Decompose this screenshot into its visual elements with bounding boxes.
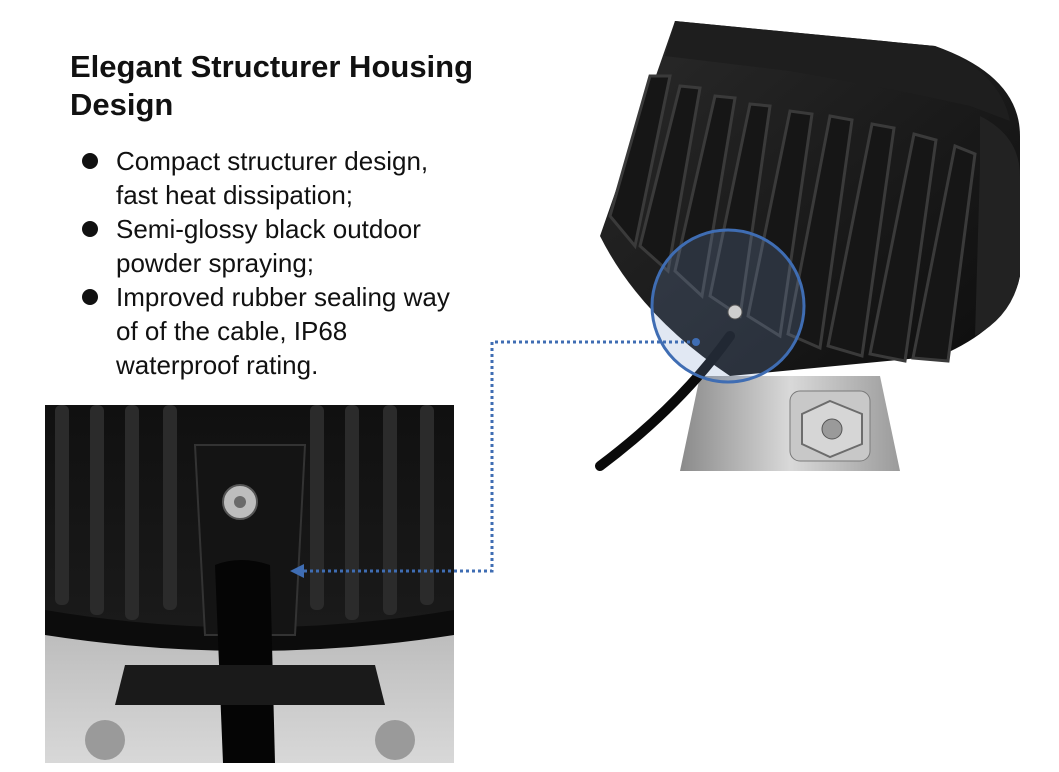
list-item: Improved rubber sealing way of of the ca… bbox=[82, 280, 502, 382]
feature-line: of of the cable, IP68 bbox=[116, 316, 348, 346]
list-item: Compact structurer design, fast heat dis… bbox=[82, 144, 502, 212]
feature-line: Improved rubber sealing way bbox=[116, 282, 450, 312]
cable-seal-closeup-photo bbox=[45, 405, 454, 763]
feature-list: Compact structurer design, fast heat dis… bbox=[82, 144, 502, 382]
bullet-icon bbox=[82, 289, 98, 305]
feature-line: fast heat dissipation; bbox=[116, 180, 354, 210]
page-title: Elegant Structurer Housing Design bbox=[70, 49, 474, 122]
feature-line: Semi-glossy black outdoor bbox=[116, 214, 421, 244]
feature-line: powder spraying; bbox=[116, 248, 314, 278]
bullet-icon bbox=[82, 221, 98, 237]
feature-line: Compact structurer design, bbox=[116, 146, 429, 176]
feature-line: waterproof rating. bbox=[116, 350, 319, 380]
bullet-icon bbox=[82, 153, 98, 169]
list-item: Semi-glossy black outdoor powder sprayin… bbox=[82, 212, 502, 280]
work-light-housing-photo bbox=[595, 21, 1020, 471]
